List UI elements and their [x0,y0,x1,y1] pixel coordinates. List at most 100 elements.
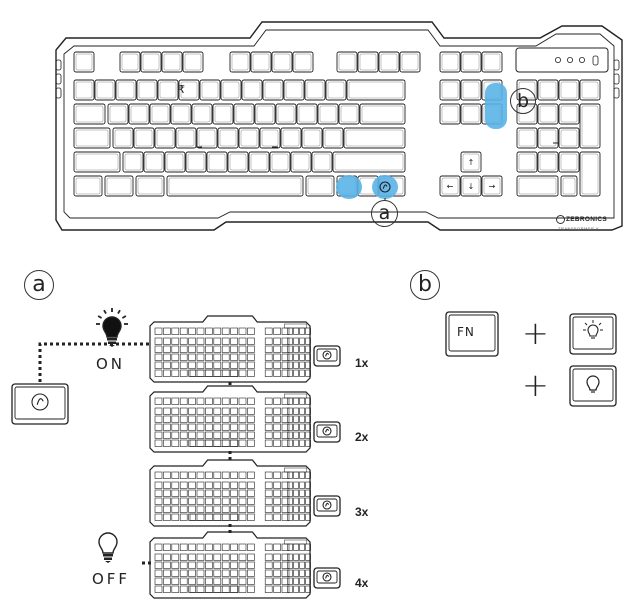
mini-keyboard [149,531,311,599]
plus-sign-1: + [522,314,549,352]
mini-key [299,481,305,489]
mini-key [213,345,222,353]
mini-key [299,345,305,353]
mini-key [230,577,238,585]
mini-key [247,543,255,551]
key [558,151,580,173]
mini-key [281,415,290,423]
mini-key [179,569,188,577]
key-face [151,105,169,123]
mini-key [171,569,180,577]
bulb-ray [584,322,588,326]
mini-key [230,353,238,361]
mini-key [299,369,305,377]
numpad-zero-key [516,175,559,197]
key-face [441,81,459,99]
bulb-ray [97,315,103,319]
key [579,79,601,101]
key-face [334,153,404,171]
mini-key [281,561,290,569]
mini-key [305,369,311,377]
key-face [208,153,226,171]
mini-key [305,407,311,415]
mini-key [238,397,247,405]
mini-key [163,327,171,335]
key-face [135,129,153,147]
mini-key [264,407,273,415]
alt-key [135,175,165,197]
mini-key [230,423,238,431]
arrow-glyph: → [489,182,496,191]
mini-key [205,337,213,345]
mini-key [154,423,163,431]
alt-gr-key [305,175,335,197]
light-mode-icon [322,426,332,436]
key [357,51,379,73]
key [290,151,312,173]
mini-key [230,553,238,561]
mini-key [163,361,171,369]
mini-key [221,353,230,361]
key-face [359,53,377,71]
key-face [483,177,501,195]
mini-key [293,407,299,415]
mini-key [238,439,247,447]
mini-key [273,397,281,405]
key-face [75,53,93,71]
mini-key [171,397,180,405]
mini-key [247,361,255,369]
numpad-enter-key [579,151,601,197]
mini-key [238,569,247,577]
mini-key [163,353,171,361]
key [199,79,221,101]
key-face [462,53,480,71]
mini-key [264,489,273,497]
mini-key [154,471,163,479]
callout-a: a [371,200,398,227]
key-face [277,105,295,123]
mini-key [238,543,247,551]
esc-key [73,51,95,73]
mini-key [221,553,230,561]
key-face [231,53,249,71]
mini-key [213,497,222,505]
mini-key [163,423,171,431]
mini-key [154,553,163,561]
mini-key [196,481,205,489]
key-face [229,153,247,171]
key-face [75,81,93,99]
mini-key [264,327,273,335]
mini-key [154,543,163,551]
key-face [159,81,177,99]
mini-key [238,345,247,353]
key-face [137,177,163,195]
step-count-4: 4x [355,576,369,590]
key [206,151,228,173]
bulb-base [104,557,112,560]
mini-key [293,361,299,369]
mini-key [281,569,290,577]
key-face [75,105,104,123]
mini-key [230,407,238,415]
mini-key [171,505,180,513]
mini-key [205,553,213,561]
mini-key [205,423,213,431]
mini-keyboard-body [149,385,311,453]
mini-key [179,361,188,369]
mini-key [154,505,163,513]
mini-key [179,431,188,439]
key-face [243,81,261,99]
mini-key [179,543,188,551]
key [233,103,255,125]
key-face [313,153,331,171]
mini-key [247,423,255,431]
backslash-key [359,103,406,125]
mini-key [305,397,311,405]
led-indicator-icon [555,57,562,64]
mini-key [221,407,230,415]
highlight-brightness-keys [485,83,507,129]
keycap-face [572,368,614,402]
key-face [581,81,599,99]
mini-key [221,361,230,369]
mini-key [287,361,293,369]
